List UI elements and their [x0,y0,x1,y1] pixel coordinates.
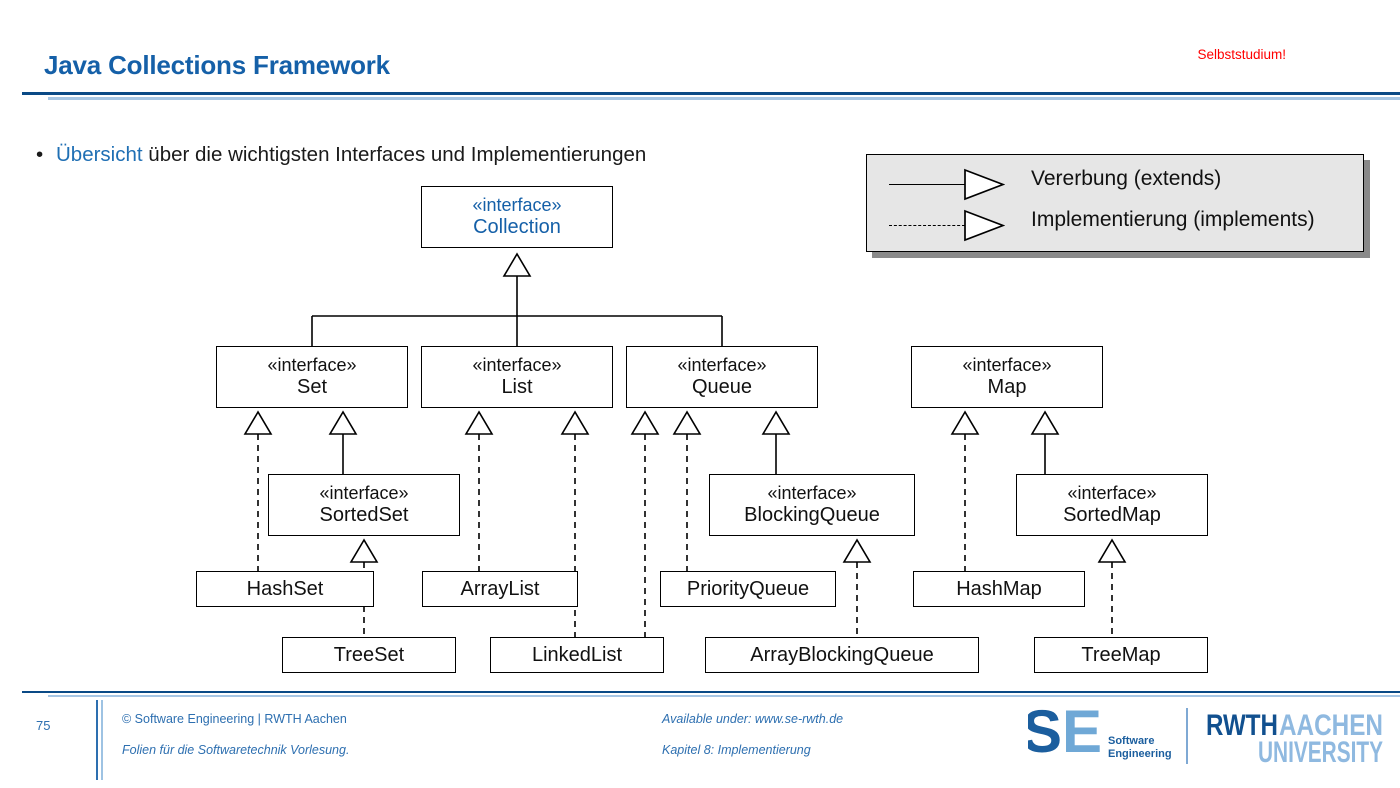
uml-node-sortedset[interactable]: «interface»SortedSet [268,474,460,536]
svg-text:AACHEN: AACHEN [1279,709,1383,742]
legend-label-extends: Vererbung (extends) [1031,167,1222,190]
footer-copyright: © Software Engineering | RWTH Aachen [122,712,347,726]
node-name-label: Queue [691,375,753,398]
uml-node-map[interactable]: «interface»Map [911,346,1103,408]
uml-node-hashmap[interactable]: HashMap [913,571,1085,607]
header-rule-dark [22,92,1400,95]
svg-text:Software: Software [1108,735,1154,747]
legend-hollow-triangle-icon [964,168,1005,201]
self-study-badge: Selbststudium! [1197,47,1286,62]
legend-hollow-triangle-icon [964,209,1005,242]
node-name-label: SortedMap [1063,503,1161,526]
uml-node-priorityqueue[interactable]: PriorityQueue [660,571,836,607]
generalization-triangle-treemap-sortedmap [1097,538,1127,563]
stereotype-label: «interface» [267,355,357,376]
uml-node-sortedmap[interactable]: «interface»SortedMap [1016,474,1208,536]
generalization-triangle-sortedmap-map [1030,410,1060,435]
footer-left-column: © Software Engineering | RWTH Aachen Fol… [122,712,349,757]
node-name-label: HashMap [956,577,1042,600]
footer-chapter: Kapitel 8: Implementierung [662,743,811,757]
svg-text:RWTH: RWTH [1206,709,1278,742]
uml-node-treeset[interactable]: TreeSet [282,637,456,673]
svg-text:UNIVERSITY: UNIVERSITY [1258,736,1383,766]
uml-node-queue[interactable]: «interface»Queue [626,346,818,408]
footer-divider-light [101,700,103,780]
footer-rule-light [48,694,1400,697]
uml-node-set[interactable]: «interface»Set [216,346,408,408]
footer-availability: Available under: www.se-rwth.de [662,712,844,726]
node-name-label: TreeMap [1081,643,1161,666]
uml-node-hashset[interactable]: HashSet [196,571,374,607]
uml-node-list[interactable]: «interface»List [421,346,613,408]
node-name-label: SortedSet [319,503,409,526]
generalization-triangle-collection [502,252,532,277]
uml-node-blockingqueue[interactable]: «interface»BlockingQueue [709,474,915,536]
page-number: 75 [36,718,51,733]
bullet-rest: über die wichtigsten Interfaces und Impl… [142,143,647,166]
legend-label-implements: Implementierung (implements) [1031,208,1315,231]
uml-class-diagram: «interface»Collection«interface»Set«inte… [196,186,1208,673]
generalization-triangle-priorityqueue-queue [672,410,702,435]
node-name-label: PriorityQueue [686,577,810,600]
bullet-line: • Übersicht über die wichtigsten Interfac… [36,143,646,167]
generalization-triangle-arraylist-list [464,410,494,435]
svg-text:Engineering: Engineering [1108,748,1172,760]
node-name-label: LinkedList [531,643,623,666]
legend-item-extends: Vererbung (extends) [867,164,1363,204]
node-name-label: TreeSet [333,643,405,666]
header-rule-light [48,97,1400,100]
page-title: Java Collections Framework [44,50,390,80]
legend-box: Vererbung (extends) Implementierung (imp… [866,154,1364,252]
generalization-triangle-hashmap-map [950,410,980,435]
legend-dashed-line [889,225,965,226]
bullet-marker: • [36,143,44,166]
footer-divider-dark [96,700,98,780]
bullet-highlight: Übersicht [56,143,143,166]
stereotype-label: «interface» [677,355,767,376]
generalization-triangle-hashset-set [243,410,273,435]
svg-text:E: E [1062,706,1102,765]
generalization-triangle-linkedlist-queue [630,410,660,435]
node-name-label: ArrayBlockingQueue [750,643,934,666]
generalization-triangle-arrayblocking-blockingqueue [842,538,872,563]
stereotype-label: «interface» [767,483,857,504]
stereotype-label: «interface» [962,355,1052,376]
uml-node-arraylist[interactable]: ArrayList [422,571,578,607]
uml-node-arrayblocking[interactable]: ArrayBlockingQueue [705,637,979,673]
node-name-label: Map [987,375,1027,398]
node-name-label: HashSet [246,577,324,600]
se-logo: S E Software Engineering [1028,706,1172,765]
legend-solid-line [889,184,965,185]
stereotype-label: «interface» [1067,483,1157,504]
stereotype-label: «interface» [472,355,562,376]
stereotype-label: «interface» [319,483,409,504]
legend-item-implements: Implementierung (implements) [867,205,1363,245]
uml-node-linkedlist[interactable]: LinkedList [490,637,664,673]
svg-text:S: S [1028,706,1062,765]
footer-subtitle: Folien für die Softwaretechnik Vorlesung… [122,743,350,757]
node-name-label: List [501,375,533,398]
logo-separator [1186,708,1188,764]
generalization-triangle-blockingqueue-queue [761,410,791,435]
generalization-triangle-sortedset-set [328,410,358,435]
rwth-logo: RWTH AACHEN UNIVERSITY [1206,709,1383,766]
footer-right-column: Available under: www.se-rwth.de Kapitel … [662,712,843,757]
node-name-label: BlockingQueue [744,503,880,526]
node-name-label: Collection [473,215,561,238]
uml-node-collection[interactable]: «interface»Collection [421,186,613,248]
stereotype-label: «interface» [472,195,562,216]
generalization-triangle-treeset-sortedset [349,538,379,563]
footer-rule-dark [22,691,1400,693]
uml-node-treemap[interactable]: TreeMap [1034,637,1208,673]
node-name-label: Set [296,375,328,398]
node-name-label: ArrayList [460,577,540,600]
generalization-triangle-linkedlist-list [560,410,590,435]
